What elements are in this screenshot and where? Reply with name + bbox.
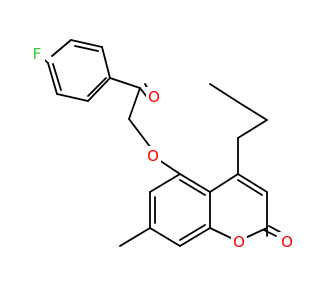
chemical-structure-diagram: F O O O O xyxy=(29,39,295,252)
atom-labels: F O O O O xyxy=(29,44,295,252)
bond xyxy=(101,46,111,79)
bond xyxy=(179,179,206,196)
bond xyxy=(237,119,268,139)
bond xyxy=(268,225,281,233)
ring-oxygen-label: O xyxy=(233,233,245,251)
lactone-carbonyl-oxygen-label: O xyxy=(281,233,293,251)
bond xyxy=(119,227,151,247)
bond xyxy=(237,101,268,121)
bond xyxy=(87,77,107,97)
bond xyxy=(47,62,58,95)
bond xyxy=(263,229,277,237)
bond xyxy=(109,77,141,89)
bond xyxy=(87,77,111,102)
bond xyxy=(158,159,181,175)
carbonyl-oxygen-label: O xyxy=(148,88,160,106)
bond xyxy=(149,227,181,247)
bond xyxy=(237,173,268,193)
bonds xyxy=(39,39,281,247)
bond xyxy=(209,227,232,239)
fluorine-atom-label: F xyxy=(33,45,42,63)
bond xyxy=(179,173,211,193)
bond xyxy=(74,45,99,52)
bond xyxy=(128,118,152,149)
bond xyxy=(128,87,141,120)
bond xyxy=(51,39,72,57)
bond xyxy=(56,93,89,102)
ether-oxygen-label: O xyxy=(147,147,159,165)
bond xyxy=(179,224,206,241)
bond xyxy=(209,83,239,103)
bond xyxy=(237,179,263,196)
bond xyxy=(70,39,103,48)
bond xyxy=(149,173,181,193)
bond xyxy=(179,227,211,247)
bond xyxy=(209,173,239,193)
bond xyxy=(52,63,62,91)
